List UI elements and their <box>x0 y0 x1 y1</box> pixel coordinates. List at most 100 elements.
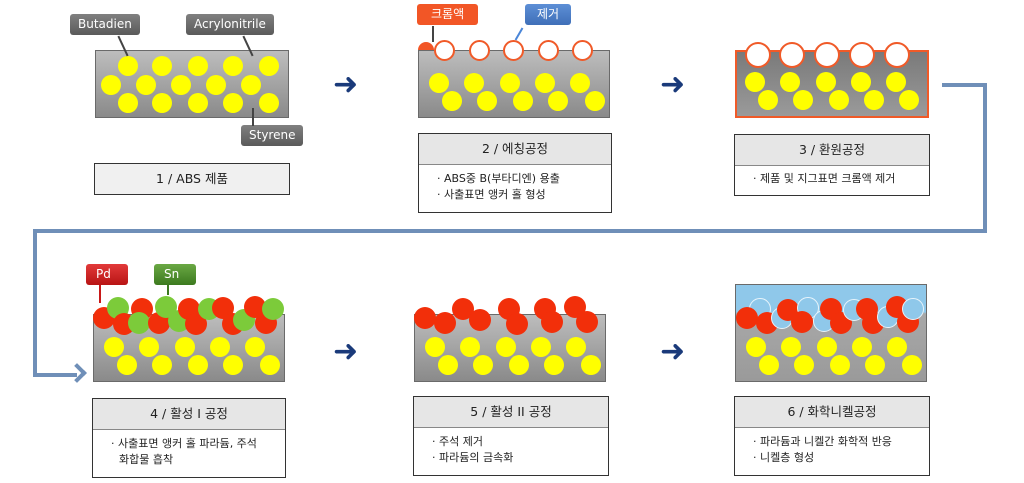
butadiene-particle <box>902 355 922 375</box>
butadiene-particle <box>865 355 885 375</box>
butadiene-particle <box>118 93 138 113</box>
anchor-hole <box>572 40 593 61</box>
step-3-board <box>735 42 929 118</box>
pd-particle <box>791 311 813 333</box>
butadiene-particle <box>175 337 195 357</box>
step-1-title: 1 / ABS 제품 <box>95 164 289 194</box>
pd-particle <box>185 313 207 335</box>
step-2-title: 2 / 에칭공정 <box>419 134 611 165</box>
anchor-hole <box>814 42 840 68</box>
butadiene-particle <box>509 355 529 375</box>
step-6-title: 6 / 화학니켈공정 <box>735 397 929 428</box>
pointer-remove <box>514 27 524 41</box>
butadiene-particle <box>887 337 907 357</box>
step-2-bullet: · 사출표면 앵커 홀 형성 <box>437 188 546 201</box>
butadiene-particle <box>118 56 138 76</box>
butadiene-particle <box>223 93 243 113</box>
pd-particle <box>434 312 456 334</box>
butadiene-particle <box>152 93 172 113</box>
step-3-title: 3 / 환원공정 <box>735 135 929 166</box>
step-5-bullet: · 주석 제거 <box>432 435 483 448</box>
butadiene-particle <box>188 355 208 375</box>
pd-particle <box>414 307 436 329</box>
butadiene-particle <box>864 90 884 110</box>
step-1-board <box>95 50 289 118</box>
butadiene-particle <box>152 56 172 76</box>
butadiene-particle <box>829 90 849 110</box>
pd-particle <box>452 298 474 320</box>
arrow-right-icon: ➜ <box>333 67 359 102</box>
pd-particle <box>576 311 598 333</box>
step-5-bullet: · 파라듐의 금속화 <box>432 451 514 464</box>
butadiene-particle <box>245 337 265 357</box>
butadiene-particle <box>104 337 124 357</box>
step-4-card: 4 / 활성 I 공정 · 사출표면 앵커 홀 파라듐, 주석 화합물 흡착 <box>92 398 286 478</box>
butadiene-particle <box>570 73 590 93</box>
butadiene-particle <box>745 72 765 92</box>
butadiene-particle <box>464 73 484 93</box>
anchor-hole <box>884 42 910 68</box>
arrow-right-icon: ➜ <box>660 334 686 369</box>
butadiene-particle <box>171 75 191 95</box>
anchor-hole <box>538 40 559 61</box>
pointer-sn <box>167 285 169 295</box>
butadiene-particle <box>817 337 837 357</box>
butadiene-particle <box>101 75 121 95</box>
butadiene-particle <box>210 337 230 357</box>
butadiene-particle <box>816 72 836 92</box>
butadiene-particle <box>429 73 449 93</box>
butadiene-particle <box>260 355 280 375</box>
pd-particle <box>736 307 758 329</box>
connector-line <box>942 83 987 87</box>
butadiene-particle <box>780 72 800 92</box>
butadiene-particle <box>535 73 555 93</box>
arrow-right-icon: ➜ <box>333 334 359 369</box>
butadiene-particle <box>152 355 172 375</box>
step-4-title: 4 / 활성 I 공정 <box>93 399 285 430</box>
step-4-bullet-continued: 화합물 흡착 <box>119 453 174 466</box>
connector-line <box>33 229 37 377</box>
butadiene-particle <box>851 72 871 92</box>
butadiene-particle <box>544 355 564 375</box>
sn-particle <box>128 312 150 334</box>
butadiene-particle <box>206 75 226 95</box>
butadiene-particle <box>188 93 208 113</box>
anchor-hole <box>503 40 524 61</box>
step-3-bullet: · 제품 및 지그표면 크롬액 제거 <box>753 172 896 185</box>
butadiene-particle <box>794 355 814 375</box>
step-5-title: 5 / 활성 II 공정 <box>414 397 608 428</box>
label-butadien: Butadien <box>70 14 140 35</box>
butadiene-particle <box>223 56 243 76</box>
step-3-card: 3 / 환원공정 · 제품 및 지그표면 크롬액 제거 <box>734 134 930 196</box>
butadiene-particle <box>781 337 801 357</box>
butadiene-particle <box>566 337 586 357</box>
butadiene-particle <box>759 355 779 375</box>
butadiene-particle <box>500 73 520 93</box>
pointer-pd <box>99 285 101 303</box>
step-1-card: 1 / ABS 제품 <box>94 163 290 195</box>
butadiene-particle <box>259 56 279 76</box>
pd-particle <box>506 313 528 335</box>
pointer-chrome-solution <box>432 26 434 42</box>
butadiene-particle <box>425 337 445 357</box>
butadiene-particle <box>886 72 906 92</box>
butadiene-particle <box>531 337 551 357</box>
pd-particle <box>469 309 491 331</box>
butadiene-particle <box>188 56 208 76</box>
anchor-hole <box>745 42 771 68</box>
butadiene-particle <box>852 337 872 357</box>
label-remove: 제거 <box>525 4 572 25</box>
butadiene-particle <box>139 337 159 357</box>
butadiene-particle <box>899 90 919 110</box>
anchor-hole <box>849 42 875 68</box>
chrome-solution-drop <box>418 42 434 50</box>
butadiene-particle <box>477 91 497 111</box>
connector-line <box>983 83 987 233</box>
butadiene-particle <box>223 355 243 375</box>
butadiene-particle <box>117 355 137 375</box>
butadiene-particle <box>259 93 279 113</box>
label-acrylonitrile: Acrylonitrile <box>186 14 274 35</box>
butadiene-particle <box>241 75 261 95</box>
step-2-board <box>418 50 610 118</box>
butadiene-particle <box>830 355 850 375</box>
